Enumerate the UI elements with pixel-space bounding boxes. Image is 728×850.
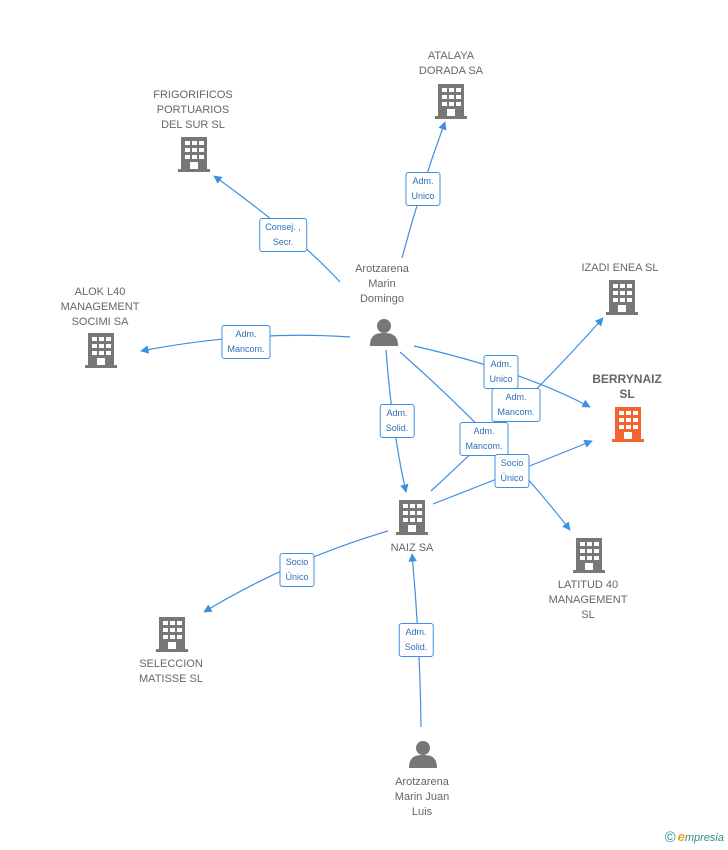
building-icon-atalaya[interactable] bbox=[435, 84, 467, 119]
edge-label-naiz-seleccion[interactable]: Socio Único bbox=[279, 553, 315, 587]
building-icon-alok[interactable] bbox=[85, 333, 117, 368]
node-label-naiz[interactable]: NAIZ SA bbox=[390, 542, 434, 554]
node-label-atalaya[interactable]: ATALAYA DORADA SA bbox=[418, 50, 484, 77]
edge-label-naiz-berrynaiz[interactable]: Socio Único bbox=[494, 454, 530, 488]
edge-label-domingo-atalaya[interactable]: Adm. Unico bbox=[405, 172, 441, 206]
building-icon-berrynaiz[interactable] bbox=[612, 407, 644, 442]
building-icon-frigorificos[interactable] bbox=[178, 137, 210, 172]
edge-label-domingo-alok[interactable]: Adm. Mancom. bbox=[221, 325, 271, 359]
node-label-alok[interactable]: ALOK L40 MANAGEMENT SOCIMI SA bbox=[60, 286, 140, 328]
brand-initial: e bbox=[677, 829, 685, 844]
edge-label-domingo-naiz[interactable]: Adm. Solid. bbox=[379, 404, 415, 438]
edge-label-juanluis-naiz[interactable]: Adm. Solid. bbox=[398, 623, 434, 657]
node-label-domingo[interactable]: Arotzarena Marin Domingo bbox=[355, 263, 409, 305]
empresia-brand: ©empresia bbox=[665, 829, 724, 846]
building-icon-izadi[interactable] bbox=[606, 280, 638, 315]
building-icon-latitud[interactable] bbox=[573, 538, 605, 573]
person-icon-juanluis[interactable] bbox=[409, 741, 437, 768]
building-icon-naiz[interactable] bbox=[396, 500, 428, 535]
brand-name: mpresia bbox=[684, 832, 724, 844]
building-icon-seleccion[interactable] bbox=[156, 617, 188, 652]
node-label-juanluis[interactable]: Arotzarena Marin Juan Luis bbox=[394, 776, 450, 818]
edge-label-domingo-latitud[interactable]: Adm. Mancom. bbox=[459, 422, 509, 456]
edge-label-domingo-frigorificos[interactable]: Consej. , Secr. bbox=[259, 218, 307, 252]
edge-label-naiz-izadi[interactable]: Adm. Mancom. bbox=[491, 388, 541, 422]
copyright-icon: © bbox=[664, 829, 676, 846]
person-icon-domingo[interactable] bbox=[370, 319, 398, 346]
node-label-latitud[interactable]: LATITUD 40 MANAGEMENT SL bbox=[548, 579, 628, 621]
edge-label-domingo-berrynaiz[interactable]: Adm. Unico bbox=[483, 355, 519, 389]
node-label-frigorificos[interactable]: FRIGORIFICOS PORTUARIOS DEL SUR SL bbox=[153, 89, 233, 131]
node-label-berrynaiz[interactable]: BERRYNAIZ SL bbox=[592, 372, 662, 401]
node-label-izadi[interactable]: IZADI ENEA SL bbox=[581, 262, 659, 274]
node-label-seleccion[interactable]: SELECCION MATISSE SL bbox=[139, 658, 203, 685]
